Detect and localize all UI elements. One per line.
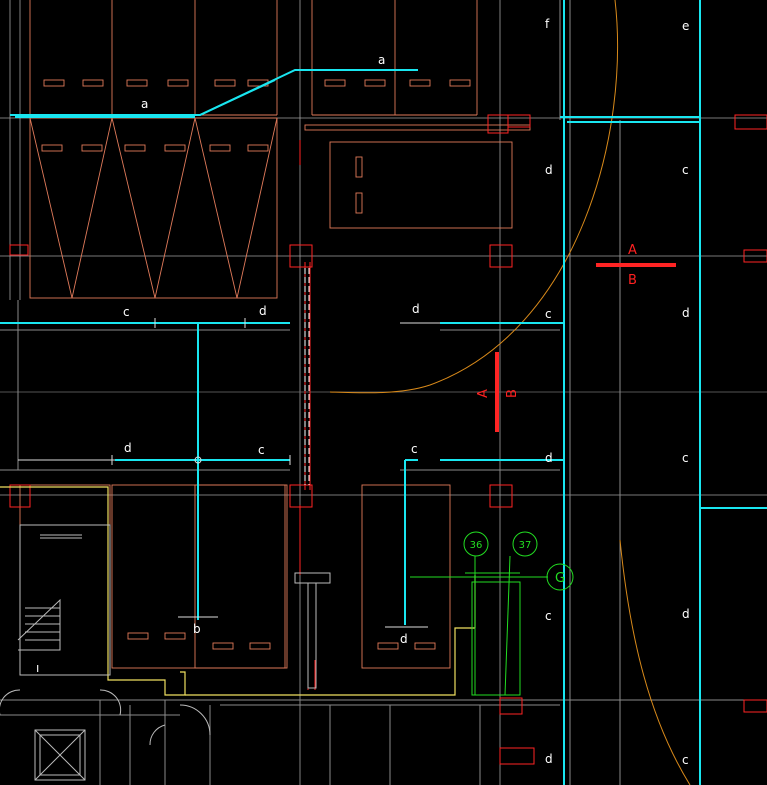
callout-g: G	[546, 563, 574, 591]
section-cut-marks	[495, 263, 676, 432]
label-e: e	[682, 19, 689, 33]
label-f: f	[545, 17, 550, 31]
label-a-left: a	[141, 97, 148, 111]
label-c-5: c	[411, 442, 418, 456]
label-d-4: d	[682, 306, 690, 320]
stair-lift	[0, 524, 211, 781]
section-a-vertical: A	[476, 389, 491, 398]
label-d-2: d	[259, 304, 267, 318]
section-letters: A B A B	[476, 243, 637, 398]
callout-37-text: 37	[519, 540, 532, 551]
section-a-horizontal: A	[628, 243, 637, 258]
green-leaders	[410, 555, 548, 696]
dashed-strip	[304, 268, 310, 485]
label-a-bottom: d	[400, 632, 408, 646]
callout-36-text: 36	[470, 540, 483, 551]
label-d-1: d	[545, 163, 553, 177]
callout-36: 36	[463, 531, 489, 557]
structural-columns	[9, 114, 767, 765]
section-b-horizontal: B	[628, 273, 637, 288]
callout-37: 37	[512, 531, 538, 557]
label-c-8: c	[682, 753, 689, 767]
label-c-2: c	[123, 305, 130, 319]
label-c-1: c	[682, 163, 689, 177]
label-c-6: c	[682, 451, 689, 465]
post	[294, 572, 331, 689]
room-outlines	[19, 0, 531, 676]
label-d-7: d	[682, 607, 690, 621]
section-b-vertical: B	[505, 389, 520, 398]
label-c-3: c	[545, 307, 552, 321]
label-d-3: d	[412, 302, 420, 316]
label-d-5: d	[124, 441, 132, 455]
label-d-8: d	[545, 752, 553, 766]
yellow-boundary	[0, 486, 476, 696]
callout-g-text: G	[555, 571, 565, 586]
swing-arcs	[329, 0, 691, 785]
label-stair: ı	[36, 661, 39, 675]
furniture-marks	[41, 79, 471, 650]
label-d-6: d	[545, 451, 553, 465]
label-b: b	[193, 622, 201, 636]
label-c-4: c	[258, 443, 265, 457]
label-a-top: a	[378, 53, 385, 67]
pipe-labels: a a f e d c c d d c d d c c d c c d b d …	[36, 17, 690, 767]
thin-pipes	[18, 318, 440, 628]
label-c-7: c	[545, 609, 552, 623]
